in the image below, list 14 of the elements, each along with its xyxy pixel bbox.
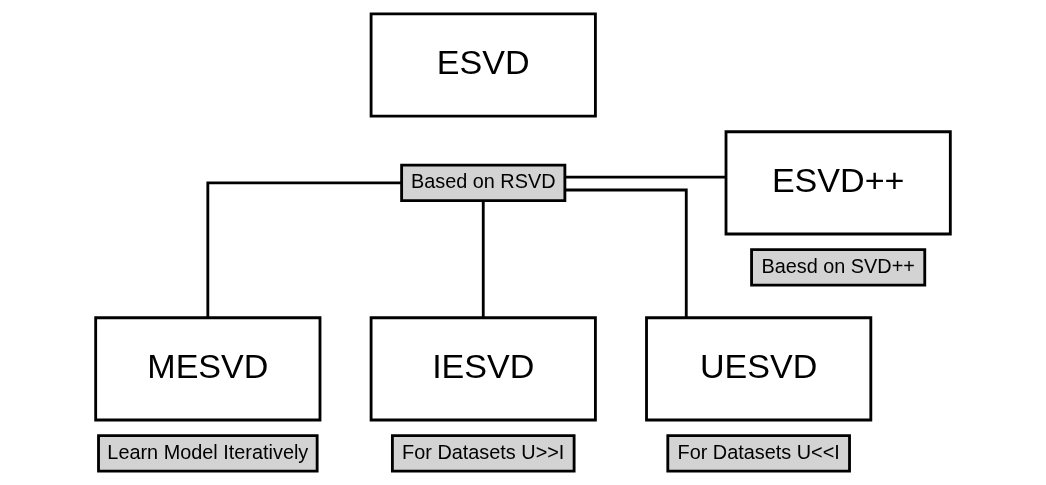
node-box: Baesd on SVD++: [750, 248, 927, 287]
node-box: For Datasets U<<I: [666, 434, 851, 473]
node-box: IESVD: [369, 316, 597, 422]
node-box: Based on RSVD: [400, 163, 567, 203]
node-box: Learn Model Iteratively: [97, 434, 319, 473]
node-box: ESVD++: [724, 130, 952, 236]
connector: [565, 188, 688, 318]
node-box: UESVD: [645, 316, 873, 422]
connector: [565, 175, 726, 179]
node-box: MESVD: [94, 316, 322, 422]
connector: [206, 181, 402, 318]
node-box: For Datasets U>>I: [390, 434, 576, 473]
node-box: ESVD: [369, 12, 597, 118]
connector: [481, 200, 485, 318]
